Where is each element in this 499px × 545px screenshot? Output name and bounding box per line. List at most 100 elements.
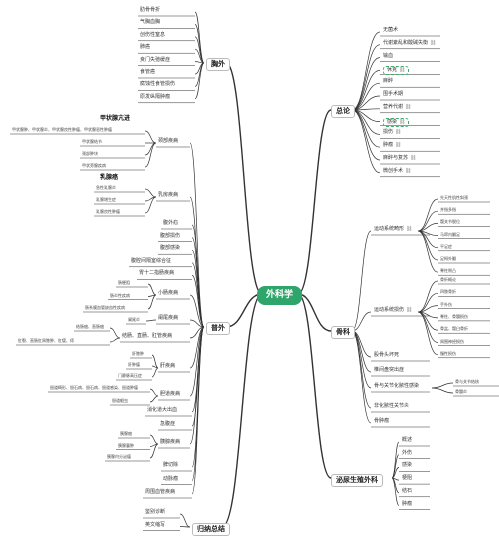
waike-jingbu-row-1[interactable]: 甲状腺结节: [82, 140, 102, 144]
miniao-item-0[interactable]: 概述: [402, 438, 412, 443]
waike-rufang[interactable]: 乳房疾病: [158, 193, 178, 198]
waike-xiaochang-row-1[interactable]: 肠炎性疾病: [110, 293, 130, 298]
waike-item2-0[interactable]: 消化道大出血: [147, 408, 177, 413]
branch-xiongwai[interactable]: 胸外: [206, 58, 230, 71]
guke-group-5[interactable]: 非化脓性关节炎: [374, 404, 409, 409]
zonglun-item-5[interactable]: 围手术期: [383, 92, 403, 97]
xiongwai-item-4[interactable]: 贲门失弛缓症: [140, 57, 170, 63]
guke-leaf-1-2[interactable]: 手外伤: [440, 302, 452, 307]
zonglun-item-1[interactable]: 代谢紊乱和酸碱失衡⛓: [383, 39, 437, 46]
xiongwai-item-3[interactable]: 肺癌: [140, 45, 150, 50]
waike-jiezhi-row-1[interactable]: 肛裂、直肠肛周脓肿、肛瘘、痔: [18, 339, 74, 343]
waike-lanwei[interactable]: 阑尾疾病: [158, 316, 178, 321]
waike-item-4[interactable]: 胃十二指肠疾病: [139, 271, 174, 276]
zonglun-item-3[interactable]: 休克⛓: [383, 66, 410, 76]
attachment-icon[interactable]: ⛓: [405, 167, 412, 174]
waike-xiaochang-row-0[interactable]: 肠梗阻: [118, 281, 130, 285]
waike-yixian-row-2[interactable]: 胰腺内分泌瘤: [107, 455, 131, 459]
zonglun-item-7[interactable]: 感染⛓: [383, 117, 410, 127]
waike-lanwei-row-0[interactable]: 阑尾炎: [128, 318, 140, 322]
zonglun-item-4[interactable]: 麻醉: [383, 79, 393, 84]
miniao-item-3[interactable]: 梗阻: [402, 476, 412, 481]
xiongwai-item-5[interactable]: 食管癌: [140, 70, 155, 75]
waike-yixian-row-0[interactable]: 胰腺癌: [120, 432, 132, 436]
waike-yixian[interactable]: 胰腺疾病: [160, 440, 180, 445]
waike-item2-1[interactable]: 急腹症: [160, 422, 175, 427]
guke-group-2[interactable]: 股骨头坏死: [374, 353, 399, 358]
attachment-icon[interactable]: ⛓: [399, 67, 406, 74]
waike-item-1[interactable]: 腹部损伤: [160, 233, 180, 239]
attachment-icon[interactable]: ⛓: [395, 142, 402, 149]
branch-waike[interactable]: 普外: [206, 322, 230, 335]
attachment-icon[interactable]: ⛓: [410, 155, 417, 161]
waike-jingbu[interactable]: 颈部疾病: [158, 139, 178, 144]
waike-rufang-row-1[interactable]: 乳腺增生症: [96, 198, 116, 202]
waike-jiezhichang[interactable]: 结肠、直肠、肛管疾病: [122, 334, 172, 339]
guke-group-4[interactable]: 骨与关节化脓性感染: [374, 384, 419, 389]
guke-leaf-0-6[interactable]: 脊柱侧凸: [440, 269, 456, 273]
zonglun-item-0[interactable]: 无菌术: [383, 28, 398, 33]
branch-miniao[interactable]: 泌尿生殖外科: [331, 474, 383, 487]
zonglun-item-2[interactable]: 输血: [383, 53, 393, 59]
guke-leaf-1-4[interactable]: 骨盆、髋臼骨折: [440, 327, 468, 331]
waike-jingbu-row-3[interactable]: 甲状旁腺疾病: [82, 164, 106, 168]
zonglun-item-10[interactable]: 麻醉与复苏⛓: [383, 156, 416, 161]
waike-rufang-row-0[interactable]: 急性乳腺炎: [96, 186, 116, 190]
zonglun-item-9[interactable]: 肿瘤⛓: [383, 143, 401, 148]
waike-item3-2[interactable]: 周围血管疾病: [145, 490, 175, 495]
attachment-icon[interactable]: ⛓: [399, 118, 406, 125]
waike-dandao[interactable]: 胆道疾病: [160, 392, 180, 397]
waike-jiezhi-row-0[interactable]: 结肠癌、直肠癌: [76, 325, 104, 329]
guke-leaf-1-0[interactable]: 骨折概论: [440, 278, 456, 282]
guina-item-1[interactable]: 英文缩写: [145, 522, 165, 528]
branch-guke[interactable]: 骨科: [331, 326, 355, 339]
miniao-item-1[interactable]: 外伤: [402, 450, 412, 456]
branch-guina[interactable]: 归纳总结: [192, 523, 230, 536]
waike-dandao-row-1[interactable]: 胆道蛔虫: [112, 399, 128, 403]
waike-rufang-row-2[interactable]: 乳腺良性肿瘤: [96, 210, 120, 214]
guke-leaf-4-0[interactable]: 骨与关节结核: [455, 380, 479, 384]
zonglun-item-11[interactable]: 微创手术⛓: [383, 167, 412, 174]
guke-leaf-1-6[interactable]: 慢性损伤: [440, 351, 456, 356]
xiongwai-item-7[interactable]: 原发纵隔肿瘤: [140, 94, 170, 100]
guke-leaf-0-3[interactable]: 马蹄内翻足: [440, 232, 460, 237]
guke-group-0[interactable]: 运动系统畸形⛓: [374, 227, 412, 232]
miniao-item-5[interactable]: 肿瘤: [402, 501, 412, 507]
xiongwai-item-1[interactable]: 气胸血胸: [140, 20, 160, 25]
waike-item-2[interactable]: 腹部感染: [160, 246, 180, 251]
attachment-icon[interactable]: ⛓: [395, 129, 402, 136]
waike-rufang-title[interactable]: 乳腺癌: [100, 175, 118, 181]
waike-jingbu-row-0[interactable]: 甲状腺肿、甲状腺炎、甲状腺良性肿瘤、甲状腺恶性肿瘤: [12, 128, 112, 132]
guke-group-3[interactable]: 椎间盘突出症: [374, 368, 404, 373]
waike-item-0[interactable]: 腹外疝: [163, 221, 178, 226]
waike-xiaochang[interactable]: 小肠疾病: [158, 291, 178, 296]
waike-item3-1[interactable]: 动脉瘤: [163, 476, 178, 482]
waike-gan-row-2[interactable]: 门静脉高压症: [118, 374, 142, 378]
waike-xiaochang-row-2[interactable]: 肠系膜血管缺血性疾病: [85, 306, 125, 310]
guke-leaf-0-0[interactable]: 先天性肌性斜颈: [440, 196, 468, 200]
attachment-icon[interactable]: ⛓: [405, 103, 412, 110]
guke-leaf-0-4[interactable]: 平足症: [440, 244, 452, 249]
waike-gan-row-0[interactable]: 肝脓肿: [132, 352, 144, 356]
waike-item3-0[interactable]: 脾切除: [163, 463, 178, 468]
attachment-icon[interactable]: ⛓: [430, 39, 437, 46]
guke-leaf-0-1[interactable]: 并指多指: [440, 208, 456, 212]
attachment-icon[interactable]: ⛓: [406, 226, 413, 232]
guke-leaf-1-1[interactable]: 四肢骨折: [440, 290, 456, 294]
waike-item-3[interactable]: 腹腔间隔室综合征: [131, 258, 171, 264]
waike-dandao-row-0[interactable]: 胆道畸形、胆石病、胆石病、胆道感染、胆道肿瘤: [50, 386, 138, 390]
guke-group-1[interactable]: 运动系统损伤⛓: [374, 308, 412, 313]
guke-leaf-4-1[interactable]: 骨髓炎: [455, 390, 467, 394]
waike-yixian-row-1[interactable]: 胰腺囊肿: [118, 443, 134, 448]
guke-leaf-1-5[interactable]: 周围神经损伤: [440, 339, 464, 344]
waike-jingbu-title[interactable]: 甲状腺亢进: [100, 116, 130, 122]
root-node[interactable]: 外科学: [257, 286, 303, 305]
attachment-icon[interactable]: ⛓: [406, 307, 413, 313]
waike-gan-row-1[interactable]: 肝肿瘤: [128, 363, 140, 367]
zonglun-item-8[interactable]: 损伤⛓: [383, 130, 401, 135]
guke-leaf-1-3[interactable]: 脊柱、骨髓损伤: [440, 314, 468, 319]
waike-jingbu-row-2[interactable]: 颈部肿块: [82, 152, 98, 156]
xiongwai-item-2[interactable]: 创伤性窒息: [140, 32, 165, 38]
guina-item-0[interactable]: 鉴别诊断: [145, 510, 165, 515]
xiongwai-item-0[interactable]: 肋骨骨折: [140, 8, 160, 13]
